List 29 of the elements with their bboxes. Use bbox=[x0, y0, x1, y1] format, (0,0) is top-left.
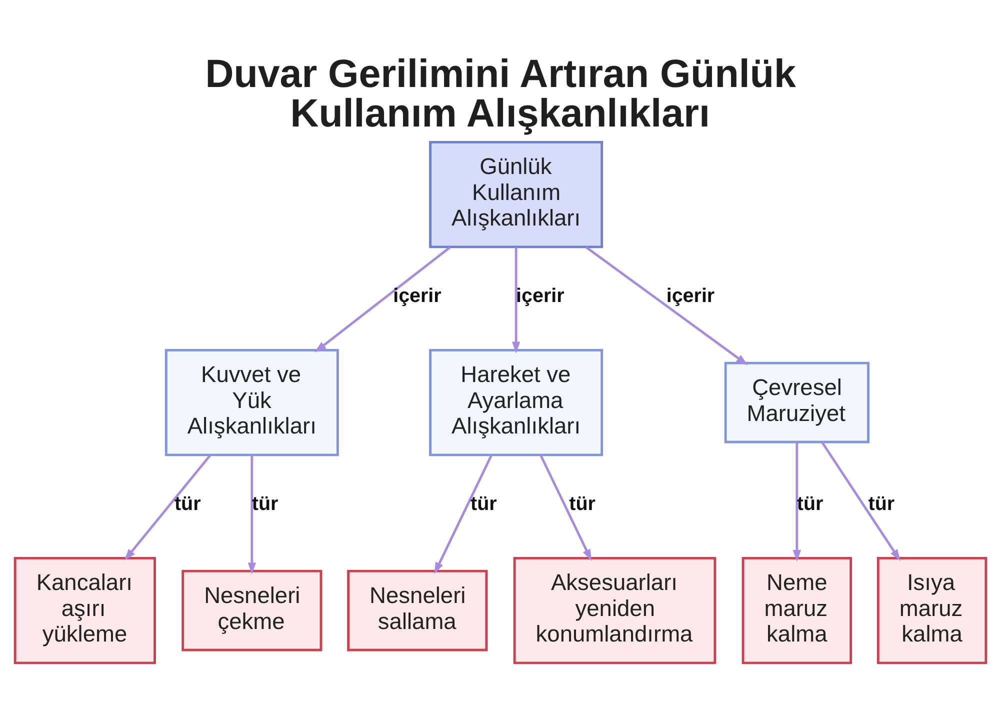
edge-label: içerir bbox=[516, 284, 564, 307]
edge-label: tür bbox=[470, 492, 496, 515]
arrow bbox=[820, 440, 900, 561]
node-box: Aksesuarları yeniden konumlandırma bbox=[512, 556, 716, 664]
arrow bbox=[124, 454, 211, 560]
arrow bbox=[314, 246, 450, 352]
arrow bbox=[434, 454, 492, 574]
node-box: Hareket ve Ayarlama Alışkanlıkları bbox=[428, 348, 603, 456]
edge-label: tür bbox=[174, 492, 200, 515]
edge-label: tür bbox=[868, 492, 894, 515]
edge-label: tür bbox=[796, 492, 823, 515]
edge-label: tür bbox=[568, 492, 595, 515]
arrow bbox=[511, 246, 520, 353]
edge-label: içerir bbox=[392, 284, 441, 307]
node-box: Nesneleri çekme bbox=[181, 569, 322, 651]
node-box: Neme maruz kalma bbox=[741, 556, 852, 664]
node-box: Nesneleri sallama bbox=[346, 569, 488, 651]
arrow bbox=[585, 246, 748, 365]
arrow bbox=[792, 442, 801, 562]
node-box: Çevresel Maruziyet bbox=[724, 361, 869, 443]
diagram-title: Duvar Gerilimini Artıran Günlük Kullanım Alışkanlıkları bbox=[204, 52, 796, 136]
node-box: Kancaları aşırı yükleme bbox=[13, 556, 156, 664]
arrow bbox=[247, 454, 256, 574]
node-box: Günlük Kullanım Alışkanlıkları bbox=[428, 140, 603, 248]
node-box: Kuvvet ve Yük Alışkanlıkları bbox=[164, 348, 338, 456]
node-box: Isıya maruz kalma bbox=[876, 556, 987, 664]
edge-label: içerir bbox=[666, 284, 714, 307]
arrow bbox=[539, 454, 592, 561]
edge-label: tür bbox=[251, 492, 278, 515]
